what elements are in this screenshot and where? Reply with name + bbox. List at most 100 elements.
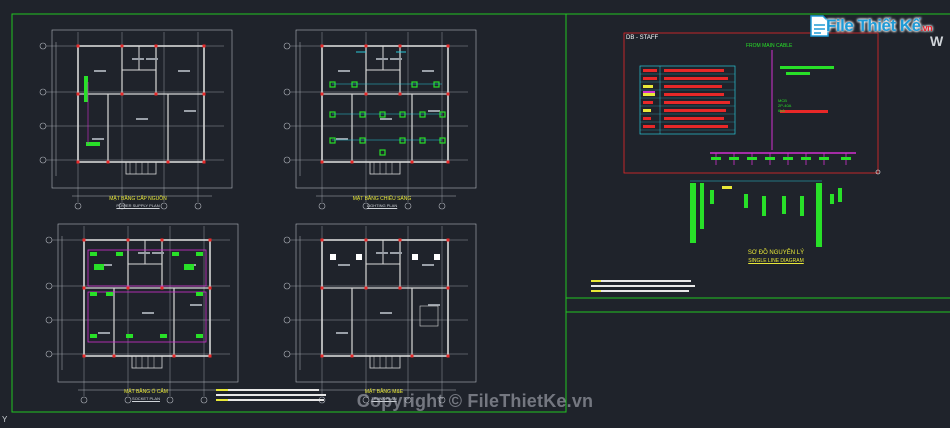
socket-outlet bbox=[90, 334, 97, 338]
column bbox=[446, 286, 450, 290]
light-fixture bbox=[433, 81, 440, 88]
column bbox=[82, 286, 86, 290]
drawing-frame-left bbox=[11, 13, 567, 413]
note-bar-yellow-4 bbox=[591, 290, 601, 292]
db-staff-label: DB - STAFF bbox=[626, 35, 659, 41]
plan-outer-outline bbox=[57, 223, 239, 383]
grid-bubble bbox=[283, 316, 291, 324]
connection-point bbox=[875, 169, 881, 175]
socket-outlet bbox=[126, 334, 133, 338]
plan-title-me: MẶT BẰNG M&E bbox=[364, 389, 404, 395]
socket-outlet bbox=[116, 252, 123, 256]
light-fixture bbox=[439, 137, 446, 144]
plan-subtitle-power: POWER SUPPLY PLAN bbox=[116, 203, 160, 208]
column bbox=[208, 354, 212, 358]
breaker-label bbox=[801, 157, 811, 160]
column bbox=[160, 238, 164, 242]
trunk-device bbox=[330, 254, 336, 260]
grid-bubble bbox=[362, 202, 370, 210]
socket-outlet bbox=[172, 252, 179, 256]
grid-bubble bbox=[318, 202, 326, 210]
column bbox=[398, 92, 402, 96]
trunk-device bbox=[412, 254, 418, 260]
plan-outer-outline bbox=[51, 29, 233, 189]
trunk-box bbox=[419, 305, 439, 327]
grid-bubble bbox=[39, 42, 47, 50]
breaker-label bbox=[747, 157, 757, 160]
column bbox=[398, 238, 402, 242]
grid-bubble bbox=[74, 202, 82, 210]
light-fixture bbox=[329, 137, 336, 144]
brand-logo[interactable]: File Thiết Kế.vn bbox=[808, 12, 933, 40]
mcb-spec bbox=[780, 110, 828, 113]
breaker-label bbox=[765, 157, 775, 160]
column bbox=[364, 286, 368, 290]
entrance-step bbox=[125, 161, 157, 175]
socket-outlet bbox=[196, 292, 203, 296]
column bbox=[320, 238, 324, 242]
schedule-cell-red bbox=[643, 77, 657, 80]
note-bar-yellow-3 bbox=[591, 280, 601, 282]
circuit-label bbox=[838, 188, 842, 202]
light-fixture bbox=[359, 111, 366, 118]
lighting-circuit bbox=[332, 83, 442, 141]
circuit-label-yellow bbox=[722, 186, 732, 189]
plan-outer-outline bbox=[295, 223, 477, 383]
plan-title-lighting: MẶT BẰNG CHIẾU SÁNG bbox=[352, 196, 412, 202]
db-staff-boundary bbox=[623, 32, 879, 174]
room-tag bbox=[376, 58, 388, 60]
light-fixture bbox=[419, 111, 426, 118]
column bbox=[320, 44, 324, 48]
column bbox=[446, 160, 450, 164]
column bbox=[446, 354, 450, 358]
breaker-label bbox=[783, 157, 793, 160]
schedule-cell-red bbox=[643, 69, 657, 72]
grid-bubble bbox=[404, 202, 412, 210]
schedule-cell-red bbox=[643, 125, 655, 128]
circuit-label bbox=[830, 194, 834, 204]
column bbox=[112, 354, 116, 358]
room-tag bbox=[184, 110, 196, 112]
room-tag bbox=[338, 70, 350, 72]
socket-outlet bbox=[196, 334, 203, 338]
grid-bubble bbox=[39, 156, 47, 164]
room-tag bbox=[190, 304, 202, 306]
column bbox=[350, 160, 354, 164]
room-tag bbox=[178, 70, 190, 72]
grid-bubble bbox=[39, 122, 47, 130]
column bbox=[82, 238, 86, 242]
grid-bubble bbox=[45, 282, 53, 290]
socket-outlet bbox=[106, 292, 113, 296]
room-tag bbox=[336, 332, 348, 334]
breaker-label bbox=[729, 157, 739, 160]
light-fixture bbox=[399, 111, 406, 118]
circuit-label bbox=[800, 196, 804, 216]
schedule-cell-red bbox=[664, 69, 724, 72]
room-tag bbox=[138, 252, 150, 254]
grid-bubble bbox=[166, 396, 174, 404]
room-tag bbox=[94, 70, 106, 72]
room-tag bbox=[152, 252, 164, 254]
grid-bubble bbox=[283, 122, 291, 130]
mcb-label: MCB 2P-40A 6kA bbox=[778, 98, 791, 113]
schedule-cell-yellow bbox=[643, 109, 651, 112]
note-bar-white-3 bbox=[216, 399, 324, 401]
plan-subtitle-me: TRUNK PLAN bbox=[371, 396, 397, 401]
schedule-cell-red bbox=[643, 117, 651, 120]
plan-outer-outline bbox=[295, 29, 477, 189]
socket-outlet bbox=[90, 292, 97, 296]
note-bar-yellow-1 bbox=[216, 389, 228, 391]
grid-bubble bbox=[160, 202, 168, 210]
single-line-diagram bbox=[623, 32, 881, 247]
grid-bubble bbox=[283, 42, 291, 50]
room-tag bbox=[136, 118, 148, 120]
sld-title: SƠ ĐỒ NGUYÊN LÝ bbox=[747, 250, 805, 256]
plan-subtitle-socket: SOCKET PLAN bbox=[132, 396, 160, 401]
room-tag bbox=[390, 58, 402, 60]
column bbox=[350, 354, 354, 358]
grid-bubble bbox=[438, 396, 446, 404]
column bbox=[410, 160, 414, 164]
column bbox=[208, 238, 212, 242]
circuit-label bbox=[762, 196, 766, 216]
